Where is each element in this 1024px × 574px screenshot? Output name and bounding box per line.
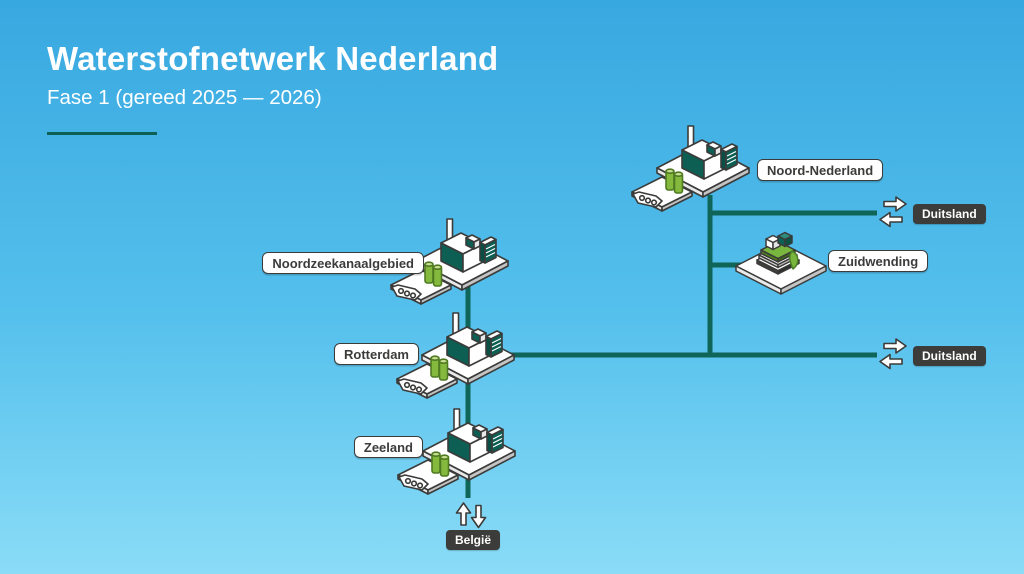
country-badge-duitsland-mid: Duitsland bbox=[913, 346, 986, 366]
export-import-arrows-belgie bbox=[455, 502, 487, 529]
header: Waterstofnetwerk Nederland Fase 1 (geree… bbox=[47, 40, 498, 135]
node-label-noordzeekanaalgebied: Noordzeekanaalgebied bbox=[262, 252, 424, 274]
node-label-rotterdam: Rotterdam bbox=[333, 343, 419, 365]
page-title: Waterstofnetwerk Nederland bbox=[47, 40, 499, 77]
export-import-arrows-duitsland-north bbox=[879, 196, 907, 228]
country-badge-duitsland-north: Duitsland bbox=[913, 204, 986, 224]
storage-icon-zuidwending bbox=[735, 231, 827, 295]
node-label-noord-nederland: Noord-Nederland bbox=[757, 159, 884, 181]
country-badge-belgie: België bbox=[446, 530, 501, 550]
page-subtitle: Fase 1 (gereed 2025 — 2026) bbox=[47, 86, 322, 109]
node-label-zuidwending: Zuidwending bbox=[828, 250, 929, 272]
pipeline-network bbox=[465, 195, 877, 498]
title-underline bbox=[47, 132, 157, 135]
export-import-arrows-duitsland-mid bbox=[879, 338, 907, 370]
factory-icon-noord-nederland bbox=[631, 125, 750, 212]
node-label-zeeland: Zeeland bbox=[353, 436, 423, 458]
